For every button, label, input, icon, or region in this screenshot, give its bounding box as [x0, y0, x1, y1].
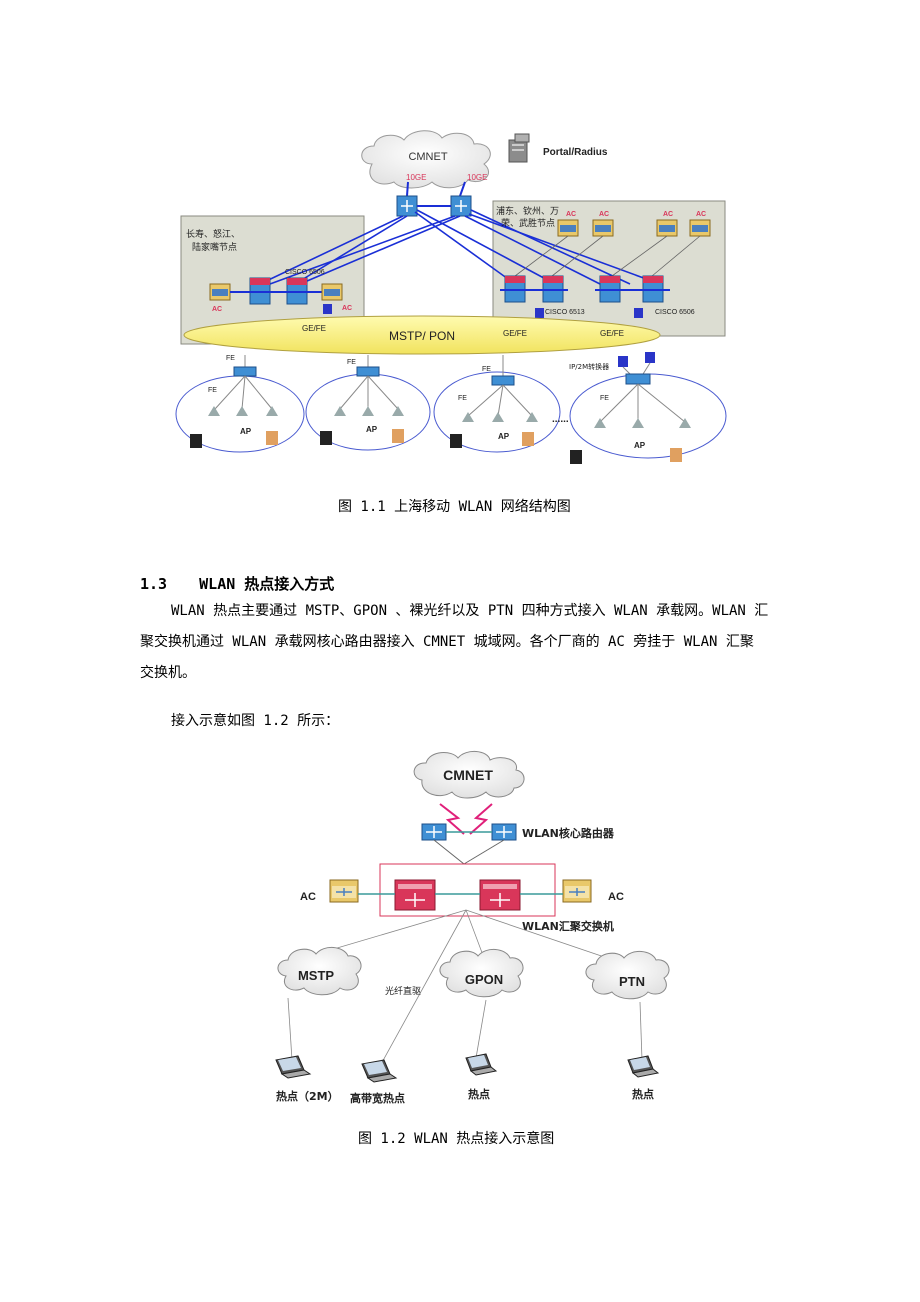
core-router-icon-right — [491, 823, 517, 841]
10ge-left-label: 10GE — [406, 173, 426, 182]
ellipsis-label: ...... — [552, 414, 569, 425]
mstp-cloud: MSTP — [277, 947, 362, 996]
ac-label-r4: AC — [696, 211, 706, 218]
ptn-cloud: PTN — [585, 951, 670, 1000]
cmnet-label: CMNET — [408, 151, 447, 163]
agg-switch-icon-left — [394, 879, 436, 911]
gefe-left-label: GE/FE — [302, 324, 326, 333]
fe-label-2: FE — [347, 359, 356, 366]
agg-switch-icon-right — [479, 879, 521, 911]
hotspot-ptn-label: 热点 — [632, 1087, 654, 1101]
left-ac-box — [209, 283, 231, 301]
figure2-caption: 图 1.2 WLAN 热点接入示意图 — [358, 1131, 555, 1147]
cmnet-label-2: CMNET — [443, 767, 493, 783]
right-node-label-line1: 浦东、钦州、万 — [496, 205, 559, 217]
aggregation-box — [379, 863, 556, 917]
fe-label-1b: FE — [208, 387, 217, 394]
hotspot-2m-label: 热点（2M） — [276, 1089, 339, 1103]
agg-switch-label: WLAN汇聚交换机 — [522, 919, 614, 933]
ap-label-3: AP — [498, 432, 510, 441]
ac-device-right-icon — [562, 879, 592, 903]
laptop-icon-2m — [275, 1055, 312, 1079]
ap-label-4: AP — [634, 441, 646, 450]
ptn-label: PTN — [619, 974, 645, 989]
right-ac-group — [557, 219, 711, 237]
portal-label: Portal/Radius — [543, 147, 608, 158]
figure1-caption: 图 1.1 上海移动 WLAN 网络结构图 — [338, 499, 571, 515]
gefe-mid-label: GE/FE — [503, 329, 527, 338]
gpon-cloud: GPON — [439, 949, 524, 998]
laptop-icon-ptn — [627, 1055, 660, 1078]
ac-label-r2: AC — [599, 211, 609, 218]
ac-device-left-icon — [329, 879, 359, 903]
cisco-6506-right-label: CISCO 6506 — [655, 309, 695, 316]
mstp-pon-label: MSTP/ PON — [389, 329, 455, 343]
core-router-icon-left — [421, 823, 447, 841]
mstp-label: MSTP — [298, 968, 334, 983]
ac-right-label: AC — [608, 891, 624, 903]
section-heading: 1.3 WLAN 热点接入方式 — [140, 573, 334, 594]
section-number: 1.3 — [140, 575, 168, 593]
portal-server-icon — [508, 133, 530, 163]
section-paragraph-2: 接入示意如图 1.2 所示： — [171, 713, 340, 729]
core-router-left-icon — [396, 195, 418, 217]
gpon-label: GPON — [465, 972, 503, 987]
ac-left-label: AC — [300, 891, 316, 903]
right-node-label-line2: 荣、武胜节点 — [501, 217, 555, 229]
cisco-6506-left-label: CISCO 6506 — [285, 269, 325, 276]
cisco-6513-label: CISCO 6513 — [545, 309, 585, 316]
left-node-label-line2: 陆家嘴节点 — [192, 241, 237, 253]
para1-line2: 聚交换机通过 WLAN 承载网核心路由器接入 CMNET 城域网。各个厂商的 A… — [140, 634, 754, 650]
gefe-right-label: GE/FE — [600, 329, 624, 338]
access-cluster-1 — [175, 355, 305, 453]
core-router-label: WLAN核心路由器 — [522, 826, 615, 840]
para1-line1: WLAN 热点主要通过 MSTP、GPON 、裸光纤以及 PTN 四种方式接入 … — [171, 603, 769, 619]
left-node-label-line1: 长寿、怒江、 — [186, 228, 240, 240]
fiber-label: 光纤直驱 — [385, 985, 421, 997]
laptop-icon-gpon — [465, 1053, 498, 1076]
access-cluster-3 — [433, 355, 561, 453]
converter-label: IP/2M转换器 — [569, 362, 609, 371]
para1-line3: 交换机。 — [140, 665, 196, 681]
mstp-pon-ring — [183, 315, 661, 355]
hotspot-hb-label: 高带宽热点 — [350, 1091, 405, 1105]
fe-label-4: FE — [600, 395, 609, 402]
section-paragraph-1: WLAN 热点主要通过 MSTP、GPON 、裸光纤以及 PTN 四种方式接入 … — [140, 596, 800, 689]
core-router-right-icon — [450, 195, 472, 217]
section-title: WLAN 热点接入方式 — [199, 575, 335, 593]
fe-label-3b: FE — [458, 395, 467, 402]
ac-label-left: AC — [212, 306, 222, 313]
fe-label-1: FE — [226, 355, 235, 362]
ac-label-r1: AC — [566, 211, 576, 218]
access-cluster-2 — [305, 355, 431, 451]
hotspot-gpon-label: 热点 — [468, 1087, 490, 1101]
access-schematic-diagram: CMNET WLAN核心路由器 AC AC WLA — [275, 751, 670, 1105]
ac-label-left-2: AC — [342, 305, 352, 312]
cmnet-cloud-2: CMNET — [413, 751, 525, 799]
laptop-icon-hb — [361, 1059, 398, 1083]
ap-label-2: AP — [366, 425, 378, 434]
ac-label-r3: AC — [663, 211, 673, 218]
fe-label-3: FE — [482, 366, 491, 373]
10ge-right-label: 10GE — [467, 173, 487, 182]
left-ac-box-2 — [321, 283, 343, 301]
ap-label-1: AP — [240, 427, 252, 436]
access-cluster-4 — [569, 362, 727, 464]
network-structure-diagram: CMNET Portal/Radius 10GE 10GE 长寿、怒江、 陆家嘴… — [175, 130, 727, 464]
cmnet-cloud: CMNET — [361, 130, 491, 189]
